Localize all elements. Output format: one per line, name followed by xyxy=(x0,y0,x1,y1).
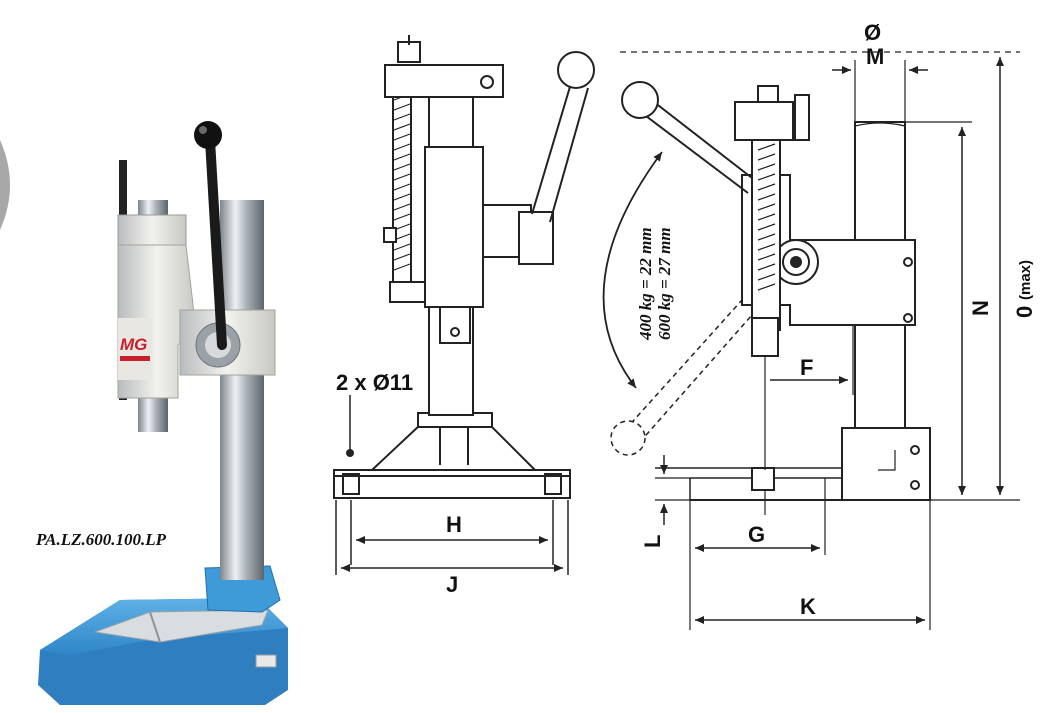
front-base-plate xyxy=(333,469,571,499)
stroke-travel-400: 400 kg = 22 mm xyxy=(636,227,655,341)
dim-label-diameter: Ø xyxy=(864,20,881,45)
press-column-photo xyxy=(220,200,264,580)
press-base-photo xyxy=(38,565,288,705)
dim-label-L: L xyxy=(640,535,665,548)
dim-label-M: M xyxy=(866,44,884,69)
front-pedestal xyxy=(369,424,538,471)
side-view-drawing xyxy=(602,51,1020,630)
front-head xyxy=(424,146,484,308)
holes-label: 2 x Ø11 xyxy=(336,370,413,395)
lever-handle-photo xyxy=(194,121,227,350)
cropped-part-shape xyxy=(0,140,10,230)
dim-label-F: F xyxy=(800,355,813,380)
dim-label-J: J xyxy=(446,572,458,597)
swing-arc-arrow xyxy=(602,151,663,389)
press-photo: MG PA.LZ.600.100.LP xyxy=(0,121,288,705)
front-view-drawing xyxy=(333,35,595,575)
dim-label-H: H xyxy=(446,512,462,537)
logo-text: MG xyxy=(120,335,147,354)
dim-label-O-suffix: (max) xyxy=(1017,260,1034,300)
dim-label-G: G xyxy=(748,522,765,547)
dim-label-K: K xyxy=(800,594,816,619)
stroke-travel-600: 600 kg = 27 mm xyxy=(655,227,674,340)
dim-label-O: 0 xyxy=(1012,306,1037,318)
dim-label-N: N xyxy=(968,300,993,316)
press-head-photo: MG xyxy=(117,244,276,399)
model-code: PA.LZ.600.100.LP xyxy=(35,530,167,549)
